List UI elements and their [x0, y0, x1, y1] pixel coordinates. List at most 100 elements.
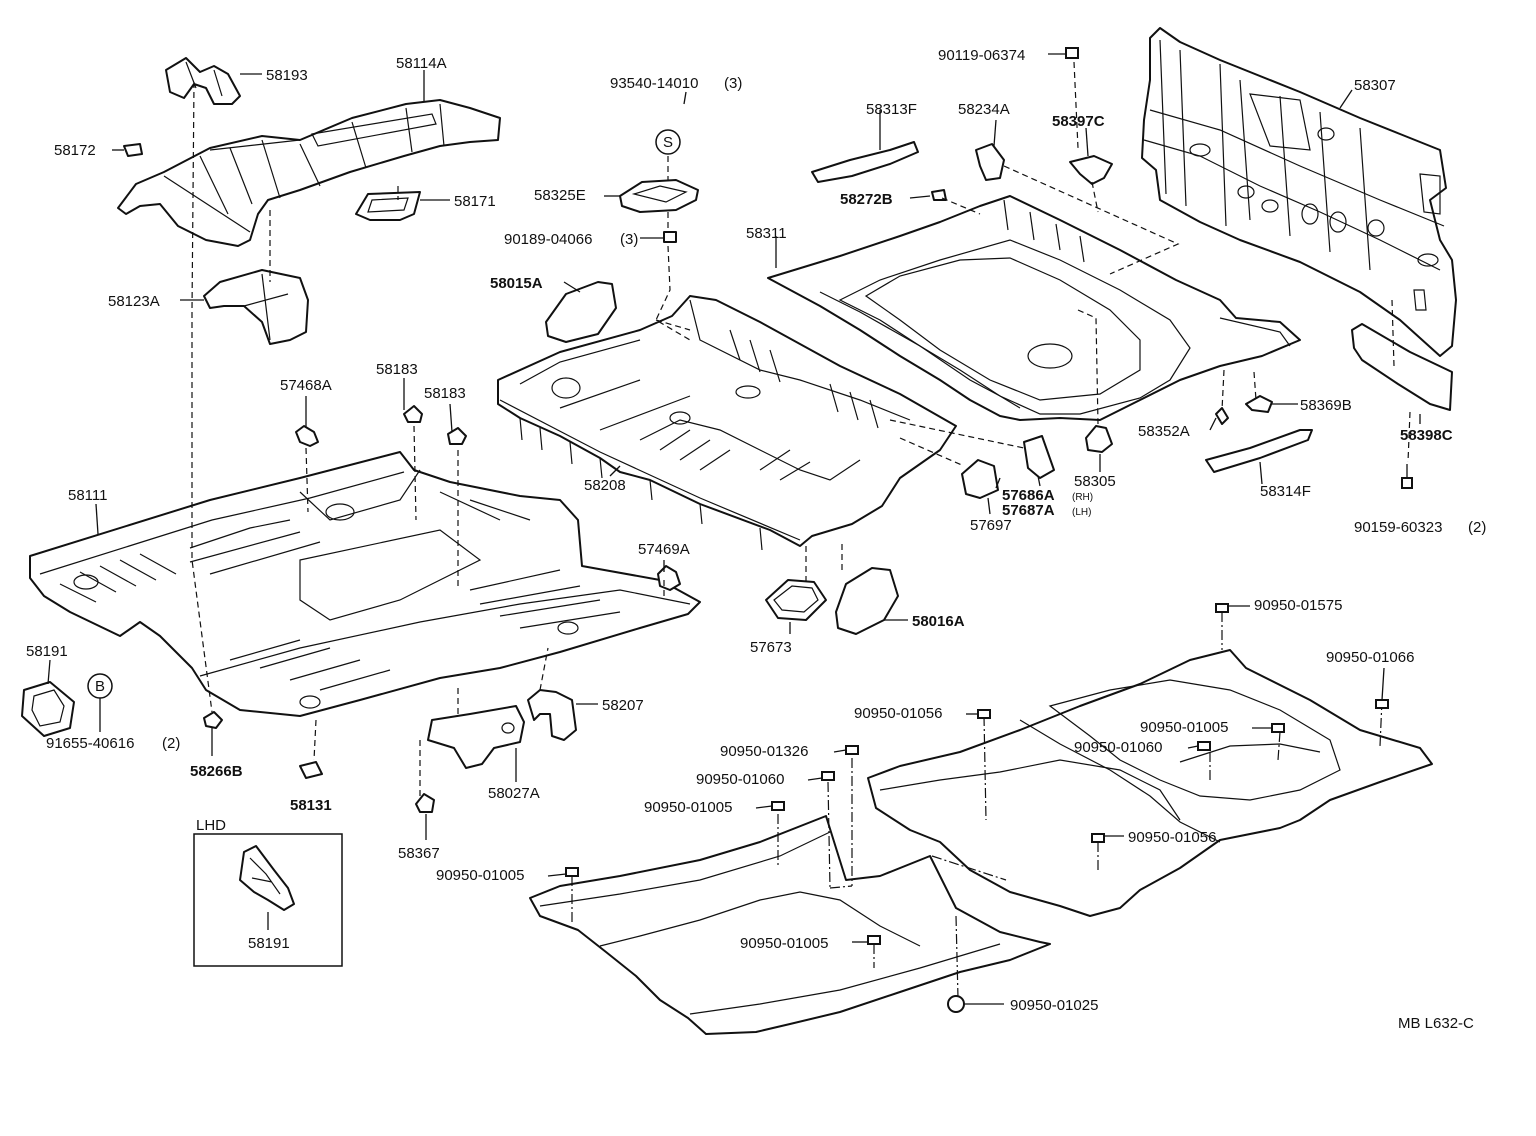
label-58027A: 58027A — [488, 785, 540, 802]
lhd-inset-title: LHD — [196, 817, 226, 834]
label-90950-01005-d: 90950-01005 — [740, 935, 828, 952]
part-58311 — [767, 195, 1301, 421]
label-58352A: 58352A — [1138, 423, 1190, 440]
label-58305: 58305 — [1074, 473, 1116, 490]
label-58369B: 58369B — [1300, 397, 1352, 414]
label-90950-01056-b: 90950-01056 — [1128, 829, 1216, 846]
label-58234A: 58234A — [958, 101, 1010, 118]
label-90950-01056-a: 90950-01056 — [854, 705, 942, 722]
label-90950-01005-a: 90950-01005 — [1140, 719, 1228, 736]
part-90119 — [1065, 47, 1079, 59]
label-58172: 58172 — [54, 142, 96, 159]
part-57468A — [295, 425, 319, 447]
part-90159 — [1401, 464, 1413, 489]
part-58123A — [203, 269, 309, 345]
floor-silencer-front — [529, 815, 1051, 1035]
label-58114A: 58114A — [396, 55, 447, 72]
label-58272B: 58272B — [840, 191, 893, 208]
part-58193 — [165, 57, 241, 105]
label-58016A: 58016A — [912, 613, 965, 630]
label-90189-04066: 90189-04066 — [504, 231, 592, 248]
part-58027A — [427, 705, 525, 769]
label-90950-01005-b: 90950-01005 — [644, 799, 732, 816]
label-90950-01060-a: 90950-01060 — [1074, 739, 1162, 756]
label-58208: 58208 — [584, 477, 626, 494]
label-90950-01060-b: 90950-01060 — [696, 771, 784, 788]
label-91655-40616: 91655-40616 — [46, 735, 134, 752]
part-labels: 58193 58114A 58172 58171 58123A 57468A 5… — [26, 47, 1486, 1032]
label-58171: 58171 — [454, 193, 496, 210]
part-58208 — [497, 295, 957, 551]
label-90950-01025: 90950-01025 — [1010, 997, 1098, 1014]
label-93540-14010: 93540-14010 — [610, 75, 698, 92]
label-57687A: 57687A — [1002, 502, 1055, 519]
label-57673: 57673 — [750, 639, 792, 656]
part-58397C — [1069, 155, 1113, 185]
part-57673 — [765, 579, 827, 621]
part-58171 — [355, 191, 421, 221]
diagram-code: MB L632-C — [1398, 1015, 1474, 1032]
label-58131: 58131 — [290, 797, 332, 814]
label-leaders — [47, 53, 1421, 1005]
label-58325E: 58325E — [534, 187, 586, 204]
label-57697: 57697 — [970, 517, 1012, 534]
label-58191: 58191 — [26, 643, 68, 660]
label-58307: 58307 — [1354, 77, 1396, 94]
part-93540 — [655, 129, 681, 155]
part-58307 — [1141, 27, 1457, 357]
label-58111: 58111 — [68, 487, 108, 504]
part-58172 — [123, 143, 143, 157]
label-57686A: 57686A — [1002, 487, 1055, 504]
label-90159-qty: (2) — [1468, 519, 1486, 536]
label-58397C: 58397C — [1052, 113, 1105, 130]
label-58015A: 58015A — [490, 275, 543, 292]
part-58183-b — [447, 427, 467, 445]
label-90189-qty: (3) — [620, 231, 638, 248]
label-58311: 58311 — [746, 225, 787, 242]
label-57686A-side: (RH) — [1072, 492, 1093, 503]
floor-silencer-rear — [867, 649, 1433, 917]
label-57468A: 57468A — [280, 377, 332, 394]
label-58313F: 58313F — [866, 101, 917, 118]
part-58131 — [299, 761, 323, 779]
part-58305 — [1085, 425, 1113, 453]
part-58114A — [117, 99, 501, 247]
label-57687A-side: (LH) — [1072, 507, 1091, 518]
label-93540-qty: (3) — [724, 75, 742, 92]
label-58193: 58193 — [266, 67, 308, 84]
label-90119-06374: 90119-06374 — [938, 47, 1025, 64]
part-58352A — [1215, 407, 1229, 425]
label-58314F: 58314F — [1260, 483, 1311, 500]
part-58367 — [415, 793, 435, 813]
label-58191-lhd: 58191 — [248, 935, 290, 952]
part-58207 — [527, 689, 577, 741]
label-57469A: 57469A — [638, 541, 690, 558]
plug-nuts — [565, 603, 1389, 1013]
part-58234A — [975, 143, 1005, 181]
circle-s-letter: S — [663, 134, 673, 151]
label-58398C: 58398C — [1400, 427, 1453, 444]
part-58191 — [21, 681, 75, 737]
part-58398C — [1351, 323, 1453, 411]
label-58207: 58207 — [602, 697, 644, 714]
label-58367: 58367 — [398, 845, 440, 862]
part-58313F — [811, 141, 919, 183]
part-90189 — [663, 231, 677, 243]
part-58369B — [1245, 395, 1273, 413]
label-90950-01575: 90950-01575 — [1254, 597, 1342, 614]
part-57697 — [961, 459, 999, 499]
label-91655-qty: (2) — [162, 735, 180, 752]
part-58314F — [1205, 429, 1313, 473]
part-58016A — [835, 567, 899, 635]
part-58183-a — [403, 405, 423, 423]
label-90950-01066: 90950-01066 — [1326, 649, 1414, 666]
lhd-inset — [193, 833, 343, 967]
label-58183-a: 58183 — [376, 361, 418, 378]
part-57469A — [657, 565, 681, 591]
part-57686A — [1023, 435, 1055, 479]
part-58111 — [29, 451, 701, 717]
label-58266B: 58266B — [190, 763, 243, 780]
label-58183-b: 58183 — [424, 385, 466, 402]
label-90950-01326: 90950-01326 — [720, 743, 808, 760]
